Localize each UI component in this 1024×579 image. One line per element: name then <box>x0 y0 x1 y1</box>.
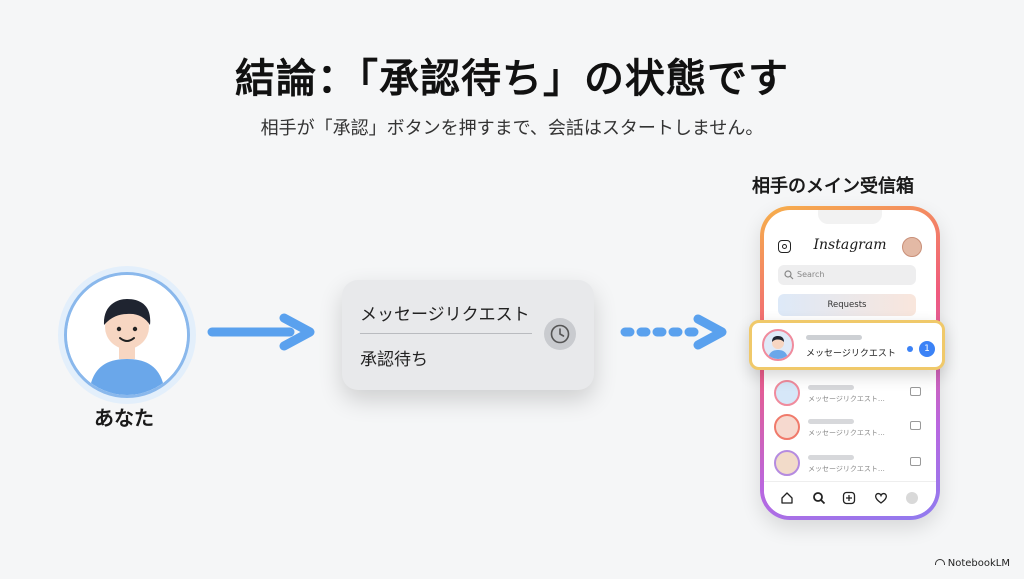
highlighted-request-row[interactable]: メッセージリクエスト 1 <box>749 320 945 370</box>
unread-badge: 1 <box>919 341 935 357</box>
search-placeholder: Search <box>797 270 825 279</box>
home-icon[interactable] <box>780 491 794 505</box>
profile-avatar[interactable] <box>902 237 922 257</box>
card-title: メッセージリクエスト <box>360 305 530 325</box>
search-icon[interactable] <box>812 491 826 505</box>
instagram-logo: Instagram <box>813 237 887 253</box>
notebooklm-icon <box>934 559 945 565</box>
heart-icon[interactable] <box>874 491 888 505</box>
name-placeholder <box>808 385 854 390</box>
brand-footer: NotebookLM <box>934 558 1010 569</box>
requests-button[interactable]: Requests <box>778 294 916 316</box>
person-avatar-icon <box>64 272 190 398</box>
list-item-text: メッセージリクエスト… <box>808 465 885 473</box>
sender-label: あなた <box>94 406 154 430</box>
page-subtitle: 相手が「承認」ボタンを押すまで、会話はスタートしません。 <box>260 118 764 139</box>
card-divider <box>360 333 532 334</box>
card-status: 承認待ち <box>360 350 428 370</box>
list-item-text: メッセージリクエスト… <box>808 395 885 403</box>
avatar <box>774 380 800 406</box>
search-icon <box>784 270 794 280</box>
page-title: 結論：「承認待ち」の状態です <box>235 56 789 102</box>
list-item[interactable]: メッセージリクエスト… <box>774 450 924 480</box>
plus-square-icon[interactable] <box>842 491 856 505</box>
message-request-card: メッセージリクエスト 承認待ち <box>342 280 594 390</box>
name-placeholder <box>808 419 854 424</box>
clock-icon <box>544 318 576 350</box>
unread-dot <box>907 346 913 352</box>
camera-icon[interactable] <box>778 240 791 253</box>
highlighted-request-text: メッセージリクエスト <box>806 349 896 359</box>
camera-icon[interactable] <box>910 457 921 466</box>
avatar <box>762 329 794 361</box>
brand-name: NotebookLM <box>947 558 1010 569</box>
phone-notch <box>818 210 882 224</box>
dotted-arrow-icon <box>620 314 727 350</box>
search-input[interactable]: Search <box>778 265 916 285</box>
solid-arrow-icon <box>207 313 315 351</box>
inbox-title: 相手のメイン受信箱 <box>752 176 914 197</box>
avatar <box>774 450 800 476</box>
avatar <box>774 414 800 440</box>
camera-icon[interactable] <box>910 421 921 430</box>
tab-bar <box>764 481 936 516</box>
list-item[interactable]: メッセージリクエスト… <box>774 414 924 444</box>
camera-icon[interactable] <box>910 387 921 396</box>
name-placeholder <box>808 455 854 460</box>
profile-icon[interactable] <box>906 492 918 504</box>
list-item[interactable]: メッセージリクエスト… <box>774 380 924 410</box>
list-item-text: メッセージリクエスト… <box>808 429 885 437</box>
name-placeholder <box>806 335 862 340</box>
